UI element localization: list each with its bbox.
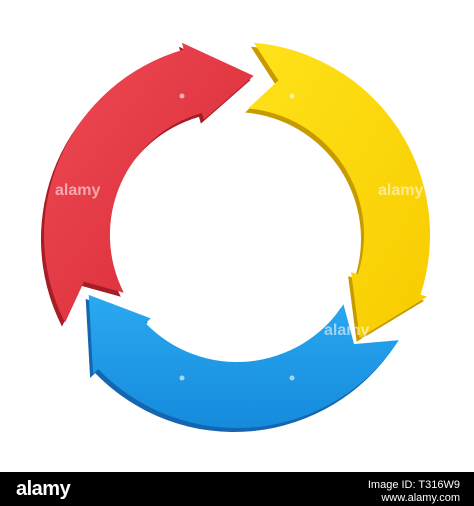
watermark-bottom: alamy xyxy=(324,322,369,339)
yellow-arrow xyxy=(248,42,431,338)
watermark-dot-4 xyxy=(289,375,295,381)
red-arrow xyxy=(43,42,254,323)
watermark-dot-2 xyxy=(289,93,295,99)
watermark-left: alamy xyxy=(55,182,100,199)
site-url[interactable]: www.alamy.com xyxy=(381,492,460,504)
watermark-right: alamy xyxy=(378,182,423,199)
watermark-dot-1 xyxy=(179,93,185,99)
footer-bar: alamy Image ID: T316W9 www.alamy.com xyxy=(0,472,474,506)
image-id-label: Image ID: T316W9 xyxy=(367,479,460,491)
watermark-dot-3 xyxy=(179,375,185,381)
alamy-logo[interactable]: alamy xyxy=(16,478,71,500)
blue-arrow xyxy=(88,294,399,429)
watermark-group: alamy alamy alamy xyxy=(55,93,423,381)
image-id-block: Image ID: T316W9 www.alamy.com xyxy=(368,479,460,505)
cycle-diagram: alamy alamy alamy xyxy=(40,42,431,433)
cycle-diagram-svg: alamy alamy alamy xyxy=(40,42,431,433)
